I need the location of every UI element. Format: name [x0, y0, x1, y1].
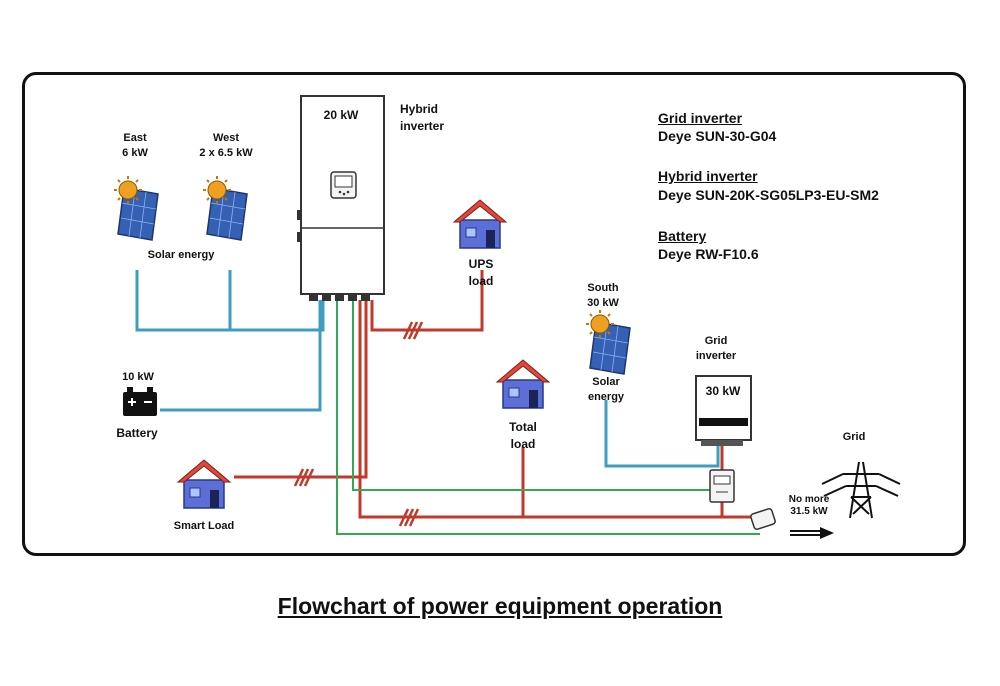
- battery-model: Deye RW-F10.6: [658, 246, 759, 262]
- hybrid-inverter-model: Deye SUN-20K-SG05LP3-EU-SM2: [658, 187, 879, 203]
- figure-caption: Flowchart of power equipment operation: [277, 593, 723, 619]
- grid-label: Grid: [842, 431, 866, 443]
- grid-tower-icon: [821, 461, 901, 519]
- grid-inverter-model: Deye SUN-30-G04: [658, 128, 777, 144]
- ac-wiring: [234, 270, 755, 519]
- diagram-frame: [22, 72, 966, 556]
- grid-inverter-icon: [695, 375, 752, 446]
- solar-panel-west-icon: [202, 175, 248, 241]
- solar-energy-label: Solar energy: [147, 249, 215, 261]
- ups-load-label: UPS load: [468, 257, 494, 288]
- south-solar-energy-label: Solar energy: [587, 376, 625, 403]
- total-load-house-icon: [496, 359, 550, 409]
- current-clamp-icon: [750, 508, 776, 530]
- smart-load-label: Smart Load: [173, 520, 235, 532]
- grid-inverter-label: Grid inverter: [695, 335, 737, 362]
- export-limit-label: No more 31.5 kW: [788, 494, 830, 517]
- ups-load-house-icon: [453, 199, 507, 249]
- west-array-label: West 2 x 6.5 kW: [199, 132, 253, 159]
- hybrid-inverter-label: Hybrid inverter: [400, 102, 445, 133]
- grid-inverter-power-label: 30 kW: [705, 384, 741, 398]
- battery-heading: Battery: [658, 228, 707, 244]
- battery-power-label: 10 kW: [122, 371, 154, 383]
- hybrid-inverter-heading: Hybrid inverter: [658, 168, 758, 184]
- south-array-label: South 30 kW: [587, 282, 619, 309]
- east-array-label: East 6 kW: [122, 132, 148, 159]
- battery-icon: [123, 387, 157, 416]
- energy-meter-icon: [709, 469, 735, 503]
- three-phase-markers: [293, 321, 424, 527]
- solar-panel-south-icon: [585, 309, 631, 375]
- dc-wiring: [135, 270, 720, 468]
- smart-load-house-icon: [177, 459, 231, 509]
- export-arrow-icon: [790, 527, 834, 539]
- hybrid-inverter-icon: [297, 95, 385, 301]
- grid-inverter-heading: Grid inverter: [658, 110, 743, 126]
- solar-panel-east-icon: [113, 175, 159, 241]
- battery-label: Battery: [116, 426, 158, 440]
- total-load-label: Total load: [509, 420, 537, 451]
- hybrid-inverter-power-label: 20 kW: [323, 108, 359, 122]
